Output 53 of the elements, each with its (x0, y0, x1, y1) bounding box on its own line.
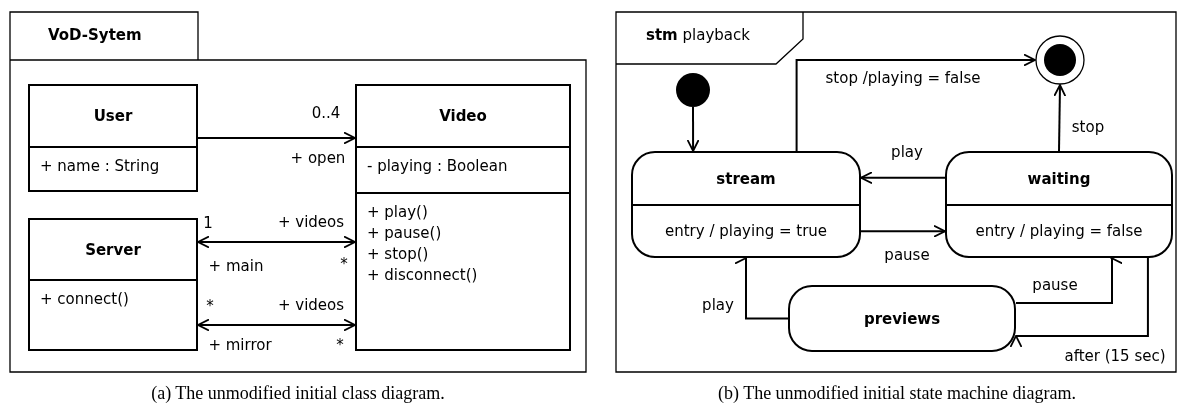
edge-label: after (15 sec) (1062, 347, 1168, 365)
class-box (28, 218, 198, 351)
role-name: + open (289, 149, 347, 167)
arrow (1009, 257, 1149, 348)
initial-state (676, 73, 710, 107)
edge-label: stop /playing = false (823, 69, 983, 87)
multiplicity: * (335, 336, 345, 354)
edge-label: stop (1069, 118, 1107, 136)
figure-caption: (b) The unmodified initial state machine diagram. (716, 382, 1078, 404)
edge-label: play (889, 143, 925, 161)
arrow (686, 106, 700, 152)
class-box (355, 84, 571, 351)
package-name: VoD-Sytem (48, 26, 142, 44)
state-name: waiting (1027, 169, 1091, 188)
package-frame (10, 12, 586, 372)
arrow (1053, 84, 1067, 152)
multiplicity: * (205, 297, 215, 315)
arrow (795, 53, 1036, 152)
class-box (28, 84, 198, 192)
multiplicity: 1 (202, 214, 214, 232)
role-name: + videos (276, 296, 346, 314)
arrow (197, 131, 356, 145)
role-name: + mirror (207, 336, 273, 354)
arrow (197, 318, 356, 332)
attribute: - playing : Boolean (367, 156, 509, 177)
multiplicity: * (339, 255, 349, 273)
entry-action: entry / playing = false (975, 220, 1143, 242)
edge-label: play (700, 296, 736, 314)
operation: + play() (367, 202, 429, 223)
frame-name: stm playback (646, 26, 750, 44)
entry-action: entry / playing = true (664, 220, 828, 242)
operation: + disconnect() (367, 265, 479, 286)
class-name: Server (85, 240, 141, 259)
arrow (860, 224, 946, 238)
state-box (631, 151, 861, 258)
arrow (197, 235, 356, 249)
multiplicity: 0..4 (310, 104, 342, 122)
final-state (1035, 35, 1085, 85)
operation: + pause() (367, 223, 443, 244)
state-machine-frame (616, 12, 1176, 372)
class-member: + name : String (40, 156, 161, 177)
class-member: + connect() (40, 289, 130, 310)
state-box (945, 151, 1173, 258)
operation: + stop() (367, 244, 430, 265)
role-name: + main (207, 257, 265, 275)
role-name: + videos (276, 213, 346, 231)
arrow (860, 171, 946, 185)
class-name: Video (439, 107, 487, 125)
class-name: User (93, 107, 133, 125)
state-name: stream (716, 169, 776, 188)
figure-caption: (a) The unmodified initial class diagram. (150, 382, 446, 404)
state-name: previews (863, 309, 941, 328)
state-box (788, 285, 1016, 352)
